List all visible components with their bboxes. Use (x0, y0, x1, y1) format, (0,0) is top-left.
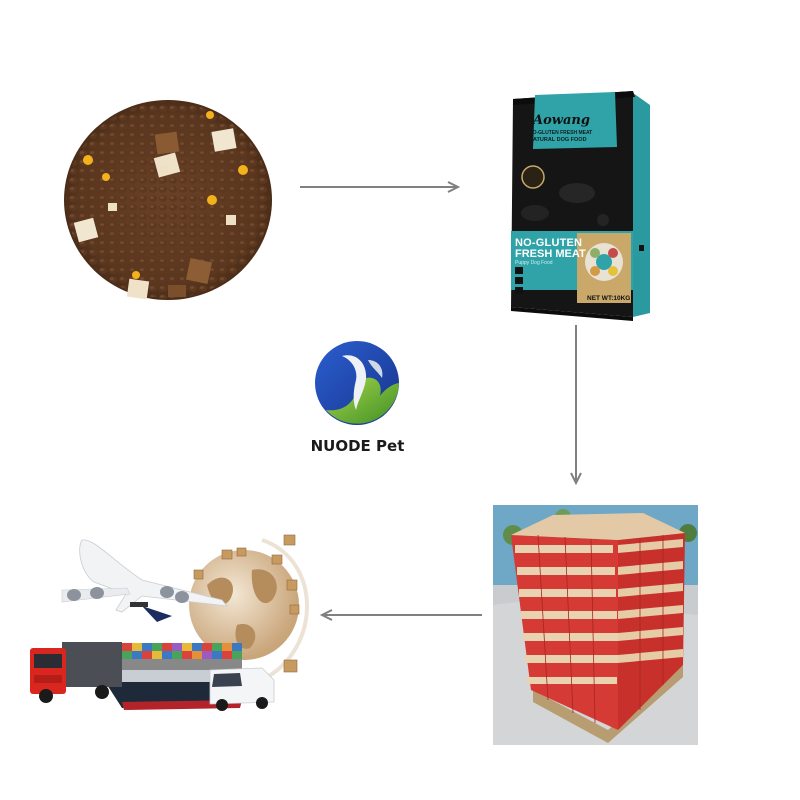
logistics-illustration (30, 534, 309, 711)
arrow-left-icon (318, 608, 482, 622)
bag-subtitle: NO-GLUTEN FRESH MEAT (529, 130, 593, 136)
dog-food-bag-illustration (511, 91, 650, 321)
arrow-right-icon (300, 180, 462, 194)
pallet-illustration (493, 505, 698, 745)
product-bag-image: Aowang NO-GLUTEN FRESH MEAT NATURAL DOG … (505, 85, 655, 325)
logistics-image (22, 530, 322, 715)
bag-brand: Aowang (533, 113, 590, 128)
pallet-image (493, 505, 698, 745)
logo-label: NUODE Pet (310, 437, 405, 455)
bag-tagline: Puppy Dog Food (515, 260, 553, 266)
arrow-down-icon (569, 325, 583, 487)
bag-headline-line2: FRESH MEAT (515, 248, 586, 260)
kibble-image (58, 95, 278, 305)
kibble-illustration (64, 100, 272, 300)
nuode-logo-icon (312, 338, 402, 428)
bag-subtitle-2: NATURAL DOG FOOD (529, 137, 587, 143)
bag-net-weight: NET WT:10KG (587, 295, 631, 302)
bag-headline-line1: NO-GLUTEN (515, 237, 583, 249)
